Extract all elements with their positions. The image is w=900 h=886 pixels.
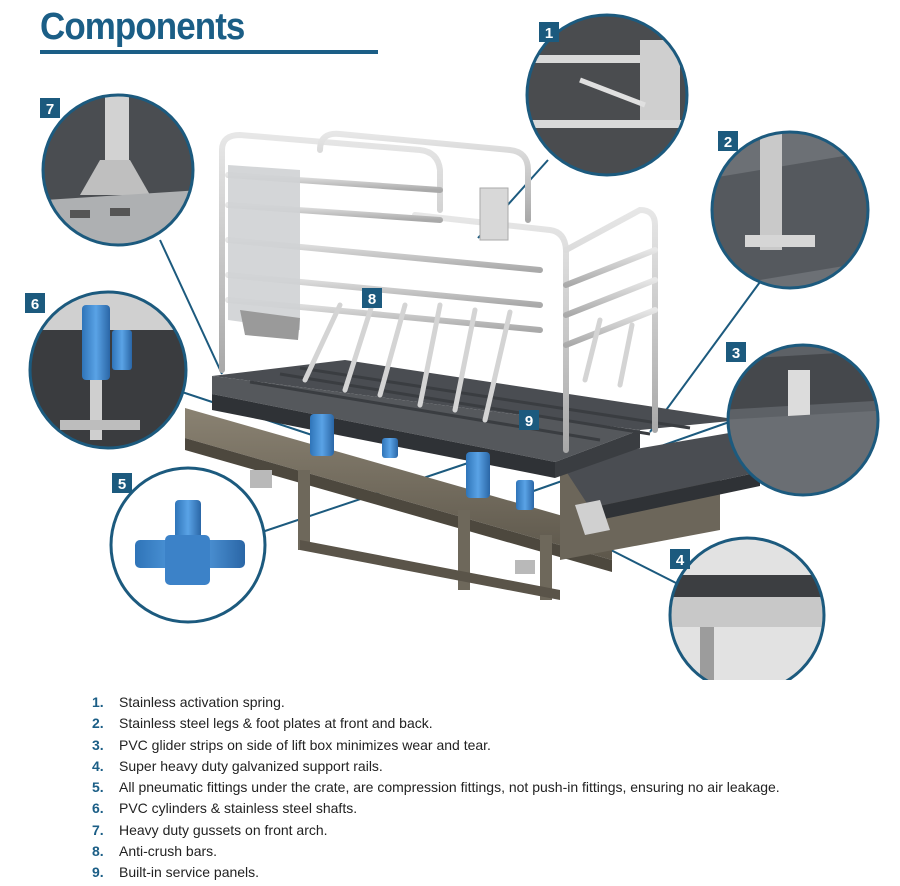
- item-text: Anti-crush bars.: [119, 843, 218, 860]
- page-title: Components: [40, 6, 245, 48]
- list-item: 4. Super heavy duty galvanized support ra…: [92, 756, 780, 777]
- title-underline: [40, 50, 378, 54]
- badge-label: 1: [545, 25, 553, 42]
- badge-3: 3: [726, 342, 746, 362]
- badge-label: 6: [31, 296, 39, 313]
- item-number: 9.: [92, 864, 104, 881]
- item-number: 3.: [92, 736, 104, 753]
- detail-circle-7: [41, 93, 195, 247]
- detail-circle-3: [726, 343, 880, 497]
- detail-circle-6: [28, 290, 188, 450]
- item-text: Super heavy duty galvanized support rail…: [119, 757, 383, 774]
- side-floor: [560, 432, 760, 535]
- item-text: All pneumatic fittings under the crate, …: [119, 779, 780, 796]
- badge-9: 9: [519, 410, 539, 430]
- anti-crush-bars: [302, 302, 635, 423]
- list-item: 5. All pneumatic fittings under the crate…: [92, 777, 780, 798]
- item-text: Stainless activation spring.: [119, 694, 285, 710]
- list-item: 2. Stainless steel legs & foot plates at …: [92, 713, 780, 734]
- list-item: 6. PVC cylinders & stainless steel shafts…: [92, 798, 780, 819]
- front-panel: [228, 165, 509, 340]
- item-number: 6.: [92, 800, 104, 817]
- item-number: 4.: [92, 757, 104, 774]
- badge-label: 7: [46, 101, 54, 118]
- support-frame: [185, 408, 720, 600]
- badge-label: 5: [118, 476, 126, 493]
- detail-circle-2: [710, 130, 870, 290]
- badge-label: 9: [525, 413, 533, 430]
- badge-5: 5: [112, 473, 132, 493]
- pneumatic-cylinders: [310, 414, 534, 510]
- detail-circle-1: [525, 13, 689, 177]
- badge-label: 3: [732, 345, 740, 362]
- item-number: 7.: [92, 821, 104, 838]
- badge-6: 6: [25, 293, 45, 313]
- list-item: 7. Heavy duty gussets on front arch.: [92, 820, 780, 841]
- badge-4: 4: [670, 549, 690, 569]
- list-item: 3. PVC glider strips on side of lift box …: [92, 735, 780, 756]
- badge-2: 2: [718, 131, 738, 151]
- item-text: Heavy duty gussets on front arch.: [119, 821, 328, 838]
- number-badges: 1 2 3 4 5 6 7 8 9: [25, 22, 746, 569]
- list-item: 8. Anti-crush bars.: [92, 841, 780, 862]
- components-list: 1. Stainless activation spring. 2. Stainle…: [92, 692, 780, 884]
- item-text: Built-in service panels.: [119, 864, 260, 881]
- item-number: 5.: [92, 779, 104, 796]
- badge-label: 4: [676, 552, 685, 569]
- badge-8: 8: [362, 288, 382, 308]
- list-item: 9. Built-in service panels.: [92, 862, 780, 883]
- detail-circle-5: [109, 466, 267, 624]
- floor-platform: [212, 360, 740, 478]
- crate-illustration: 1 2 3 4 5 6 7 8 9: [25, 13, 880, 680]
- item-text: PVC glider strips on side of lift box mi…: [119, 736, 491, 753]
- item-text: Stainless steel legs & foot plates at fr…: [119, 715, 433, 732]
- badge-label: 8: [368, 291, 376, 308]
- item-text: PVC cylinders & stainless steel shafts.: [119, 800, 358, 817]
- item-number: 8.: [92, 843, 104, 860]
- detail-circle-4: [668, 536, 826, 680]
- item-number: 1.: [92, 694, 104, 710]
- badge-1: 1: [539, 22, 559, 42]
- list-item: 1. Stainless activation spring.: [92, 692, 780, 713]
- badge-7: 7: [40, 98, 60, 118]
- item-number: 2.: [92, 715, 104, 732]
- badge-label: 2: [724, 134, 732, 151]
